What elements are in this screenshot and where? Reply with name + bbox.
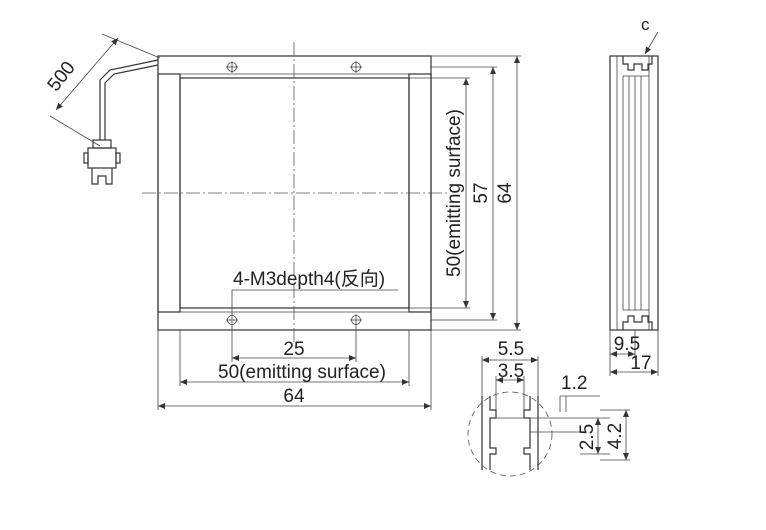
- detail-profile: [481, 396, 539, 470]
- front-view: 4-M3depth4(反向) 500 25: [44, 33, 521, 410]
- side-body: [609, 55, 659, 331]
- hole-pitch-dimension: 25: [231, 326, 357, 362]
- detail-view: 5.5 3.5 1.2 2.5 4.2: [467, 339, 630, 477]
- detail-depth-small-dimension: 2.5: [545, 417, 610, 455]
- cable: [83, 59, 159, 185]
- corner-label-leader: [644, 31, 659, 55]
- overall-width-dimension: 64: [157, 330, 432, 410]
- emitting-width-label: 50(emitting surface): [218, 362, 386, 383]
- detail-lip-dimension: 1.2: [559, 373, 600, 412]
- side-thickness-dimension: 17: [610, 330, 659, 376]
- detail-depth-small-label: 2.5: [577, 424, 598, 450]
- side-small-label: 9.5: [614, 334, 640, 355]
- side-top-slot: [622, 56, 653, 71]
- emitting-width-dimension: 50(emitting surface): [179, 330, 410, 386]
- mounting-hole-top-left: [226, 61, 238, 73]
- mounting-hole-bottom-right: [350, 314, 362, 326]
- detail-slot-outer-dimension: 5.5: [481, 339, 539, 396]
- emitting-height-label: 50(emitting surface): [444, 109, 465, 277]
- front-left-rail: [157, 73, 181, 313]
- detail-depth-large-dimension: 4.2: [600, 409, 630, 461]
- detail-lip-label: 1.2: [561, 373, 587, 394]
- overall-height-dimension: 64: [431, 55, 521, 331]
- detail-slot-inner-label: 3.5: [498, 361, 524, 382]
- hole-pitch-label: 25: [283, 339, 304, 360]
- side-bottom-slot: [622, 315, 653, 330]
- overall-width-label: 64: [283, 386, 305, 407]
- overall-height-label: 64: [495, 182, 516, 204]
- detail-circle: [467, 391, 553, 477]
- detail-depth-large-label: 4.2: [605, 423, 626, 449]
- cable-connector: [87, 147, 117, 169]
- detail-slot-inner-dimension: 3.5: [495, 361, 525, 410]
- mounting-hole-top-right: [350, 61, 362, 73]
- hole-note-label: 4-M3depth4(反向): [233, 268, 385, 290]
- side-thickness-label: 17: [630, 353, 651, 374]
- cable-length-label: 500: [44, 58, 80, 96]
- side-view: c 9.5 17: [609, 15, 659, 376]
- side-small-dimension: 9.5: [609, 330, 640, 376]
- inner-height-dimension: 57: [431, 66, 497, 321]
- detail-slot-outer-label: 5.5: [498, 339, 524, 360]
- corner-label: c: [641, 15, 650, 34]
- emitting-height-dimension: 50(emitting surface): [409, 77, 470, 309]
- inner-height-label: 57: [471, 182, 492, 203]
- cable-length-dimension: 500: [44, 33, 161, 147]
